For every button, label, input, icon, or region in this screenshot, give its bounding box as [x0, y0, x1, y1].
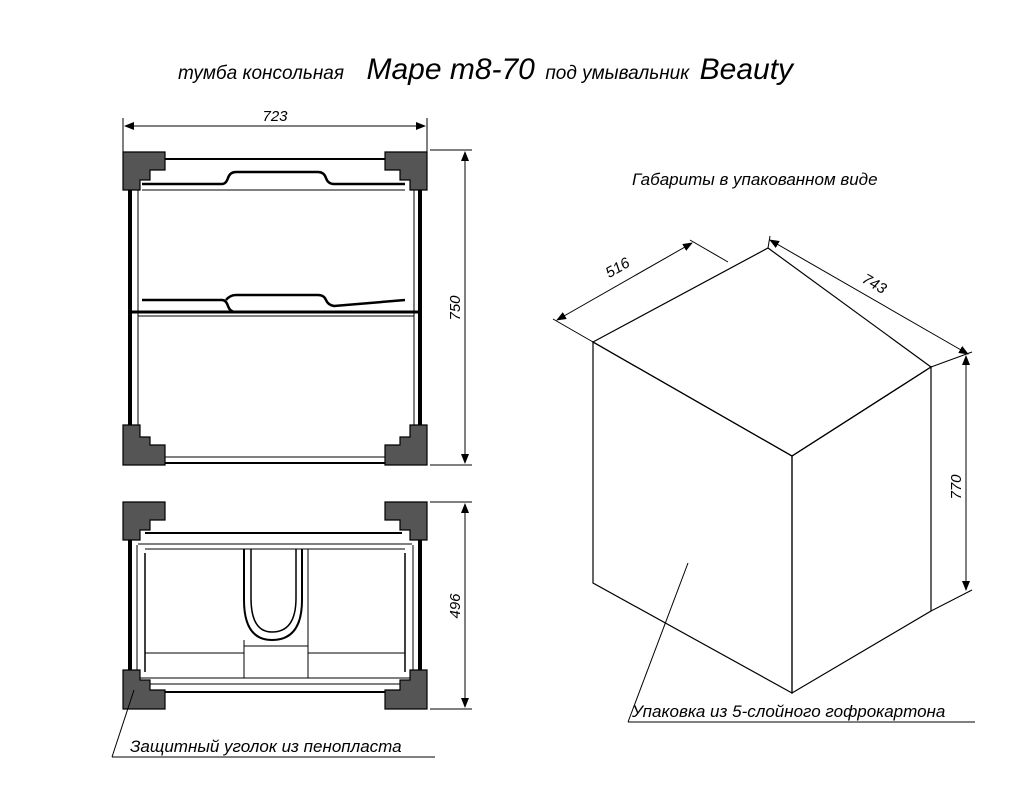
corner-leader-line — [111, 689, 135, 758]
package-heading: Габариты в упакованном виде — [632, 170, 878, 189]
top-depth-dim: 496 — [447, 593, 464, 619]
package-view: Габариты в упакованном виде 516 743 770 … — [552, 170, 975, 723]
bottom-drawer-handle — [225, 293, 406, 308]
pkg-width-dim-line — [769, 239, 969, 355]
top-drawer-handle — [142, 170, 405, 186]
front-corner-bottom-right — [384, 424, 428, 466]
siphon-cutout-inner — [250, 549, 297, 633]
pkg-depth-dim-line — [556, 242, 693, 321]
title-part2: под умывальник — [545, 63, 690, 84]
top-view: 496 Защитный уголок из пеноплас — [111, 501, 472, 758]
front-view: 723 750 — [122, 108, 472, 466]
corner-label: Защитный уголок из пенопласта — [130, 737, 402, 756]
package-leader-line — [627, 562, 689, 723]
front-height-dim: 750 — [447, 295, 464, 321]
front-corner-bottom-left — [122, 424, 166, 466]
pkg-height-dim: 770 — [948, 474, 965, 500]
front-width-dim: 723 — [262, 108, 288, 125]
title-model: Mape т8-70 — [366, 53, 535, 86]
top-corner-bottom-right — [384, 669, 428, 710]
title-brand: Beauty — [700, 53, 795, 86]
title-part1: тумба консольная — [178, 63, 344, 84]
front-corner-top-right — [384, 151, 428, 191]
top-corner-top-right — [384, 501, 428, 541]
package-material-label: Упаковка из 5-слойного гофрокартона — [631, 702, 945, 721]
box-side-face — [791, 365, 932, 695]
box-front-face — [592, 340, 793, 695]
siphon-cutout-outer — [243, 549, 303, 642]
pkg-depth-dim: 516 — [603, 254, 634, 282]
title-text: тумба консольная Mape т8-70 под умывальн… — [178, 53, 795, 86]
top-corner-bottom-left — [122, 669, 166, 710]
top-corner-top-left — [122, 501, 166, 541]
front-corner-top-left — [122, 151, 166, 191]
